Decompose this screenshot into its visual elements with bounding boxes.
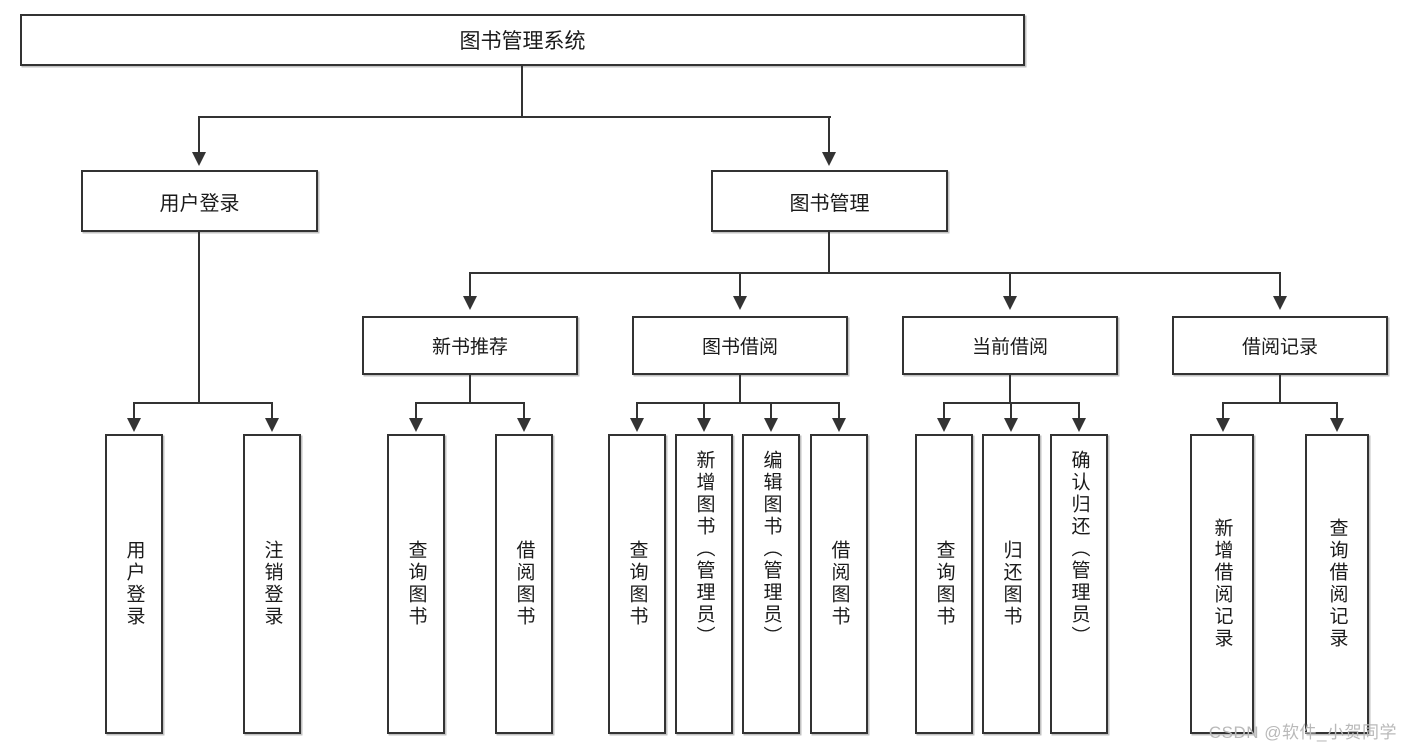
connector-new-book-bus xyxy=(416,402,524,404)
node-label: 图书管理系统 xyxy=(459,30,586,53)
arrowhead-book-manage xyxy=(822,152,836,166)
arrowhead-new-book-leaf-1 xyxy=(409,418,423,432)
leaf-user-login-login[interactable]: 用户登录 xyxy=(105,434,163,734)
connector-drop-current-borrow-leaf-2 xyxy=(1010,402,1012,420)
node-book-borrow[interactable]: 图书借阅 xyxy=(632,316,848,375)
connector-drop-book-borrow-leaf-2 xyxy=(703,402,705,420)
connector-new-book-stem xyxy=(469,375,471,402)
leaf-current-borrow-confirm-return[interactable]: 确认归还（管理员） xyxy=(1050,434,1108,734)
arrowhead-book-borrow-leaf-2 xyxy=(697,418,711,432)
arrowhead-new-book xyxy=(463,296,477,310)
arrowhead-book-borrow-leaf-4 xyxy=(832,418,846,432)
connector-drop-user-login-leaf-1 xyxy=(133,402,135,420)
leaf-user-login-logout[interactable]: 注销登录 xyxy=(243,434,301,734)
leaf-label: 新增图书（管理员） xyxy=(693,450,715,648)
node-user-login[interactable]: 用户登录 xyxy=(81,170,318,232)
arrowhead-current-borrow xyxy=(1003,296,1017,310)
leaf-book-borrow-add[interactable]: 新增图书（管理员） xyxy=(675,434,733,734)
leaf-label: 查询图书 xyxy=(933,540,955,628)
leaf-book-borrow-query[interactable]: 查询图书 xyxy=(608,434,666,734)
node-label: 借阅记录 xyxy=(1241,337,1318,358)
connector-drop-current-borrow-leaf-1 xyxy=(943,402,945,420)
leaf-label: 编辑图书（管理员） xyxy=(760,450,782,648)
arrowhead-book-borrow-leaf-1 xyxy=(630,418,644,432)
connector-drop-book-borrow xyxy=(739,272,741,298)
connector-user-login-bus xyxy=(134,402,272,404)
leaf-label: 确认归还（管理员） xyxy=(1068,450,1090,648)
connector-drop-current-borrow xyxy=(1009,272,1011,298)
connector-borrow-record-bus xyxy=(1223,402,1337,404)
connector-drop-user-login-leaf-2 xyxy=(271,402,273,420)
csdn-watermark: CSDN @软件_小贺同学 xyxy=(1208,723,1397,742)
leaf-current-borrow-query[interactable]: 查询图书 xyxy=(915,434,973,734)
leaf-label: 查询图书 xyxy=(405,540,427,628)
connector-drop-book-manage xyxy=(828,116,830,154)
arrowhead-new-book-leaf-2 xyxy=(517,418,531,432)
leaf-current-borrow-return[interactable]: 归还图书 xyxy=(982,434,1040,734)
connector-drop-borrow-record-leaf-2 xyxy=(1336,402,1338,420)
arrowhead-current-borrow-leaf-1 xyxy=(937,418,951,432)
arrowhead-borrow-record xyxy=(1273,296,1287,310)
arrowhead-user-login xyxy=(192,152,206,166)
node-label: 图书借阅 xyxy=(701,337,778,358)
connector-root-stem xyxy=(521,66,523,116)
leaf-label: 查询借阅记录 xyxy=(1326,518,1348,650)
leaf-label: 归还图书 xyxy=(1000,540,1022,628)
arrowhead-book-borrow-leaf-3 xyxy=(764,418,778,432)
leaf-new-book-borrow[interactable]: 借阅图书 xyxy=(495,434,553,734)
node-current-borrow[interactable]: 当前借阅 xyxy=(902,316,1118,375)
connector-drop-new-book-leaf-1 xyxy=(415,402,417,420)
arrowhead-current-borrow-leaf-3 xyxy=(1072,418,1086,432)
connector-drop-book-borrow-leaf-4 xyxy=(838,402,840,420)
connector-user-login-stem xyxy=(198,232,200,402)
arrowhead-borrow-record-leaf-1 xyxy=(1216,418,1230,432)
leaf-label: 新增借阅记录 xyxy=(1211,518,1233,650)
connector-book-borrow-stem xyxy=(739,375,741,402)
connector-book-manage-stem xyxy=(828,232,830,272)
connector-book-borrow-bus xyxy=(637,402,840,404)
node-label: 图书管理 xyxy=(789,192,870,215)
node-root-system[interactable]: 图书管理系统 xyxy=(20,14,1025,66)
leaf-label: 查询图书 xyxy=(626,540,648,628)
connector-drop-new-book xyxy=(469,272,471,298)
connector-current-borrow-stem xyxy=(1009,375,1011,402)
arrowhead-book-borrow xyxy=(733,296,747,310)
leaf-label: 借阅图书 xyxy=(828,540,850,628)
arrowhead-user-login-leaf-2 xyxy=(265,418,279,432)
connector-drop-new-book-leaf-2 xyxy=(523,402,525,420)
arrowhead-current-borrow-leaf-2 xyxy=(1004,418,1018,432)
connector-level3-bus xyxy=(470,272,1281,274)
node-book-management[interactable]: 图书管理 xyxy=(711,170,948,232)
leaf-label: 借阅图书 xyxy=(513,540,535,628)
node-label: 用户登录 xyxy=(159,192,240,215)
connector-level2-bus xyxy=(199,116,831,118)
leaf-borrow-record-add[interactable]: 新增借阅记录 xyxy=(1190,434,1254,734)
leaf-book-borrow-edit[interactable]: 编辑图书（管理员） xyxy=(742,434,800,734)
connector-drop-current-borrow-leaf-3 xyxy=(1078,402,1080,420)
node-label: 当前借阅 xyxy=(971,337,1048,358)
connector-drop-borrow-record xyxy=(1279,272,1281,298)
arrowhead-user-login-leaf-1 xyxy=(127,418,141,432)
connector-drop-borrow-record-leaf-1 xyxy=(1222,402,1224,420)
leaf-label: 注销登录 xyxy=(261,540,283,628)
node-borrow-record[interactable]: 借阅记录 xyxy=(1172,316,1388,375)
arrowhead-borrow-record-leaf-2 xyxy=(1330,418,1344,432)
node-new-book-recommend[interactable]: 新书推荐 xyxy=(362,316,578,375)
leaf-book-borrow-borrow[interactable]: 借阅图书 xyxy=(810,434,868,734)
leaf-label: 用户登录 xyxy=(123,540,145,628)
leaf-new-book-query[interactable]: 查询图书 xyxy=(387,434,445,734)
connector-drop-book-borrow-leaf-1 xyxy=(636,402,638,420)
connector-drop-book-borrow-leaf-3 xyxy=(770,402,772,420)
connector-borrow-record-stem xyxy=(1279,375,1281,402)
node-label: 新书推荐 xyxy=(431,337,508,358)
leaf-borrow-record-query[interactable]: 查询借阅记录 xyxy=(1305,434,1369,734)
connector-drop-user-login xyxy=(198,116,200,154)
